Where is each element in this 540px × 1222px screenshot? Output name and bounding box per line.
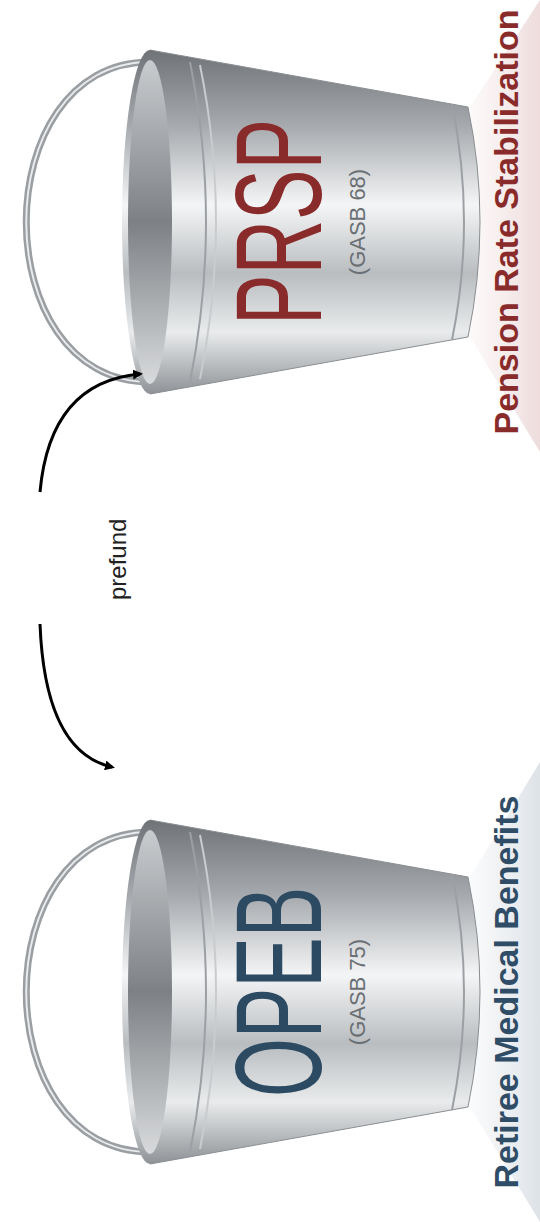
bucket-caption: Pension Rate Stabilization xyxy=(488,0,525,482)
bucket-title: OPEB xyxy=(218,868,340,1116)
bucket-caption: Retiree Medical Benefits xyxy=(488,732,525,1222)
bucket-node: PRSP(GASB 68)Pension Rate Stabilization xyxy=(0,22,540,422)
bucket-subtitle: (GASB 75) xyxy=(345,792,371,1192)
prefund-arrow xyxy=(40,624,112,767)
bucket-title: PRSP xyxy=(218,98,340,346)
bucket-node: OPEB(GASB 75)Retiree Medical Benefits xyxy=(0,792,540,1192)
prefund-arrow xyxy=(40,374,140,492)
arrow-label: prefund xyxy=(104,519,132,600)
bucket-subtitle: (GASB 68) xyxy=(345,22,371,422)
